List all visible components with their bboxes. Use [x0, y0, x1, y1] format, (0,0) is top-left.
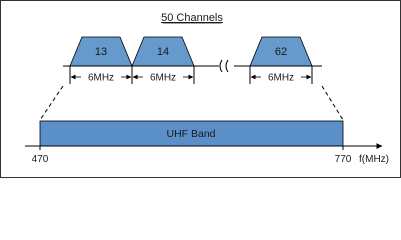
axis-label-start: 470 [32, 154, 49, 165]
uhf-channel-diagram: 50 Channels 13 14 62 [0, 0, 401, 178]
diagram-canvas: 50 Channels 13 14 62 [0, 0, 401, 178]
bandwidth-dividers [69, 66, 313, 84]
uhf-band-label: UHF Band [166, 128, 215, 140]
diagram-title: 50 Channels [161, 12, 223, 24]
axis-label-end: 770 [335, 154, 352, 165]
channel-13: 13 [69, 36, 133, 67]
bandwidth-label-14: 6MHz [150, 73, 176, 84]
channel-14: 14 [131, 36, 195, 67]
bandwidth-dimension-62: 6MHz [250, 73, 312, 84]
uhf-band-bar [39, 120, 344, 147]
axis-break-icon [219, 59, 229, 73]
bandwidth-label-13: 6MHz [88, 73, 114, 84]
bandwidth-dimension-13: 6MHz [70, 73, 132, 84]
diagram-frame [0, 0, 401, 178]
channel-13-label: 13 [95, 46, 107, 58]
bandwidth-dimension-14: 6MHz [132, 73, 194, 84]
channel-14-label: 14 [157, 46, 169, 58]
bandwidth-label-62: 6MHz [268, 73, 294, 84]
axis-unit-label: f(MHz) [359, 154, 389, 165]
channel-62-label: 62 [275, 46, 287, 58]
